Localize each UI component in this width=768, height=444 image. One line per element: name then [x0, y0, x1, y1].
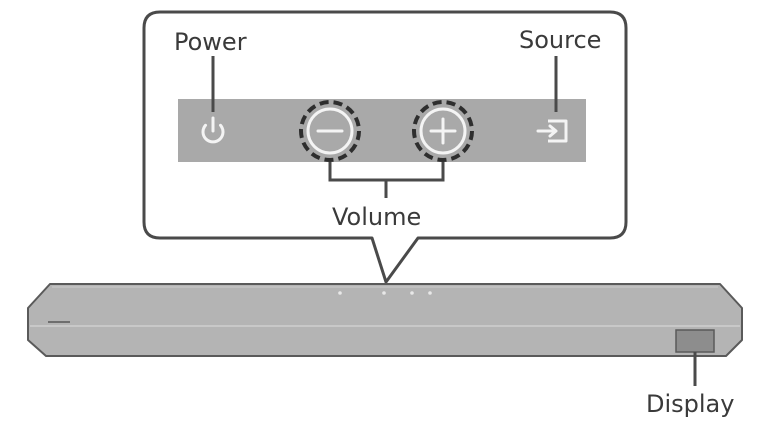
volume-bracket [328, 162, 445, 198]
source-label: Source [519, 26, 602, 54]
top-button-dot [428, 291, 432, 295]
power-icon[interactable] [201, 116, 225, 144]
input-source-icon[interactable] [536, 119, 568, 143]
volume-down-button[interactable] [299, 100, 361, 162]
top-button-dot [382, 291, 386, 295]
power-label: Power [174, 28, 247, 56]
top-button-dot [410, 291, 414, 295]
control-panel [178, 99, 586, 162]
top-button-dot [338, 291, 342, 295]
volume-label: Volume [332, 203, 422, 231]
plus-icon [429, 117, 457, 145]
display-label: Display [646, 390, 735, 418]
display-window [675, 329, 715, 353]
volume-up-button[interactable] [412, 100, 474, 162]
soundbar-body [27, 283, 743, 357]
